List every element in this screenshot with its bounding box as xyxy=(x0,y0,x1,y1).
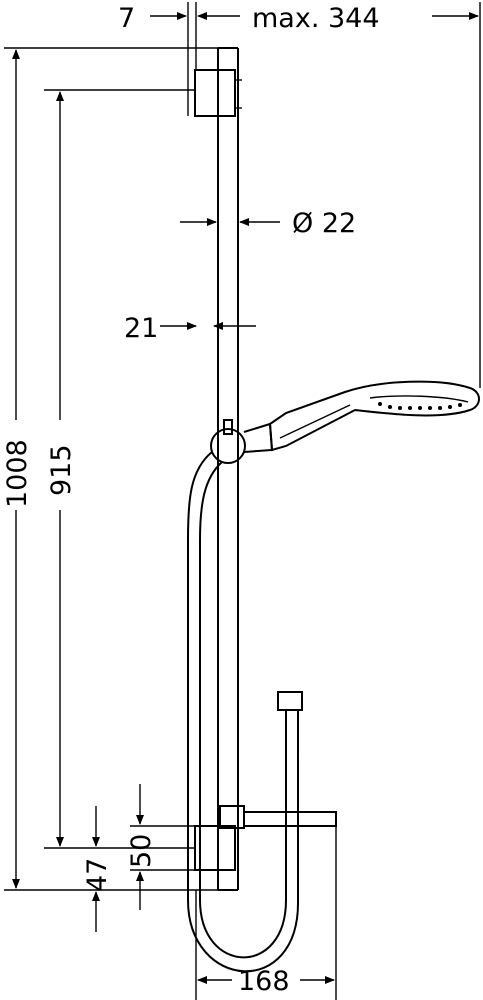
dim-bracket-spacing xyxy=(44,89,195,849)
label-wall-offset: 7 xyxy=(118,3,135,34)
upper-wall-bracket xyxy=(187,69,242,117)
dim-total-height xyxy=(4,47,218,891)
dim-top xyxy=(150,2,481,388)
shower-rail xyxy=(217,47,239,891)
dim-lower-offset-b xyxy=(130,784,195,910)
label-diameter: Ø 22 xyxy=(292,208,356,239)
hand-shower xyxy=(268,380,480,452)
soap-shelf xyxy=(219,805,337,829)
slider-holder xyxy=(210,419,274,464)
label-lower-offset-a: 47 xyxy=(82,858,113,892)
label-total-height: 1008 xyxy=(2,439,33,508)
shower-hose xyxy=(187,451,303,973)
label-lower-offset-b: 50 xyxy=(126,834,157,868)
label-bracket-spacing: 915 xyxy=(46,444,77,496)
spray-nozzles xyxy=(378,402,462,410)
label-max-reach: max. 344 xyxy=(252,3,380,34)
lower-wall-bracket xyxy=(187,825,236,871)
label-shelf-width: 168 xyxy=(238,966,290,997)
dim-shelf-width xyxy=(195,826,337,1000)
label-rail-gap: 21 xyxy=(124,313,158,344)
